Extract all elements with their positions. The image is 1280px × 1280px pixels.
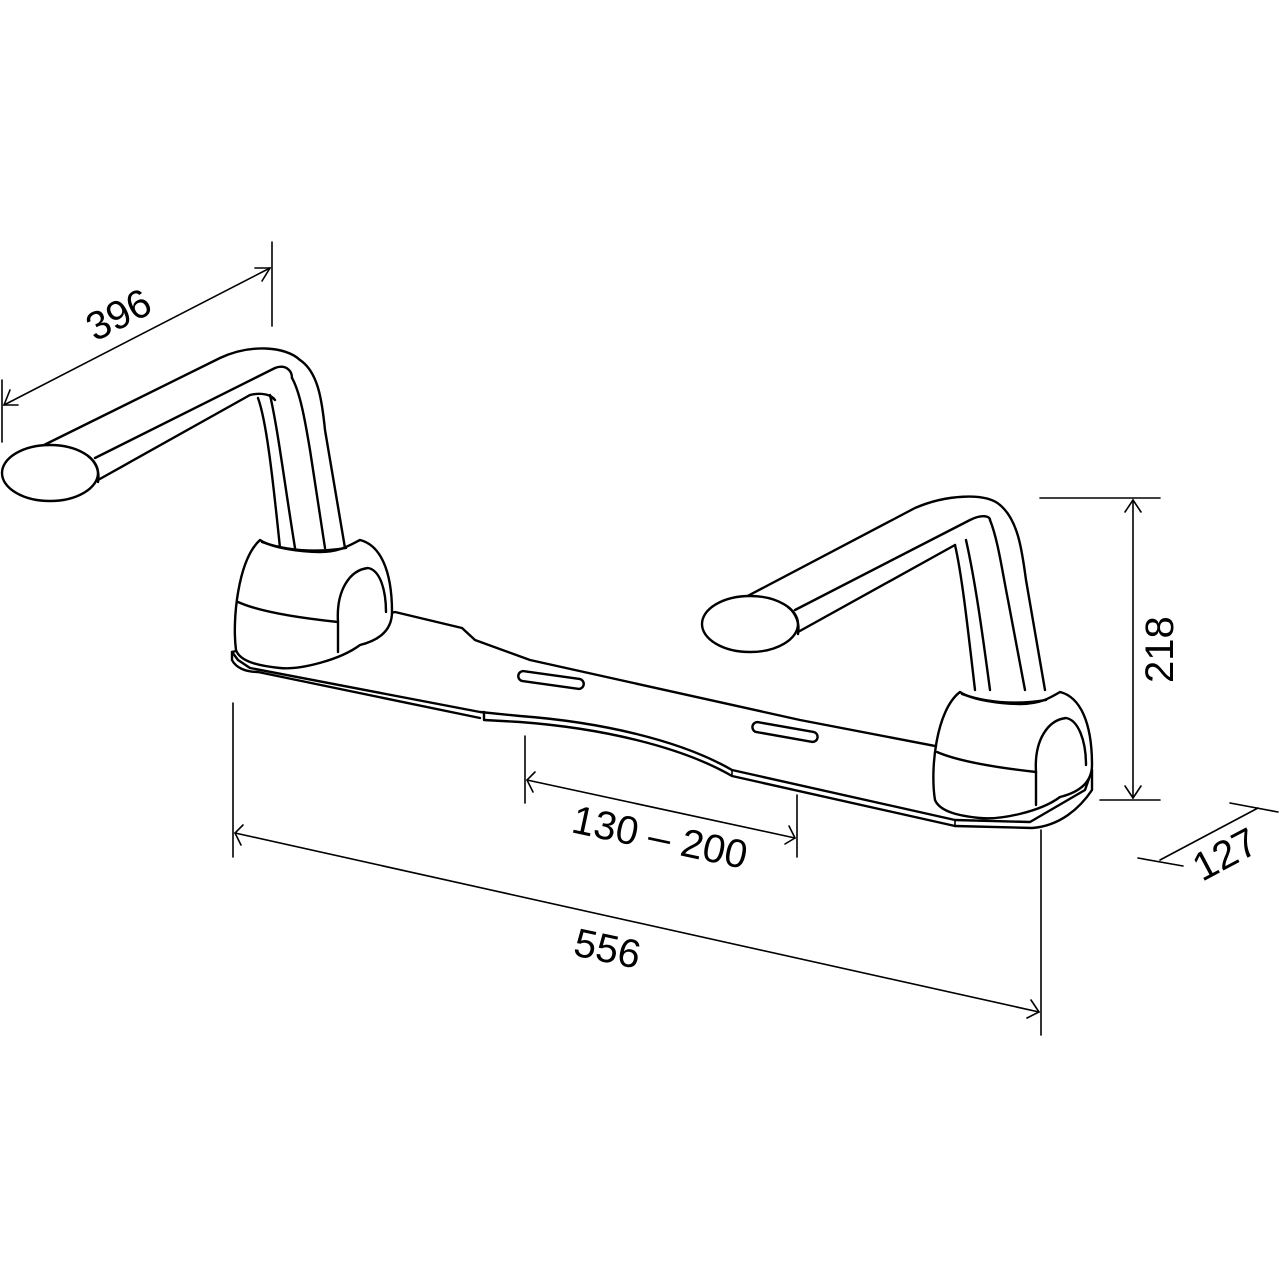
right-housing	[932, 690, 1094, 820]
left-arm	[0, 347, 347, 550]
left-arm-end-cap	[0, 443, 100, 503]
dim-label-adjustable-span: 130 – 200	[568, 798, 751, 878]
left-housing	[233, 538, 394, 670]
dim-label-overall-width: 556	[570, 921, 644, 978]
dim-label-height: 218	[1138, 616, 1182, 683]
right-arm	[700, 495, 1047, 692]
dim-label-depth: 127	[1186, 820, 1266, 890]
mounting-slot-left	[517, 669, 585, 691]
dim-label-arm-length: 396	[79, 281, 158, 351]
base-plate	[230, 610, 1094, 830]
dimension-lines	[1, 241, 1279, 1036]
mounting-slot-right	[751, 720, 819, 744]
right-arm-end-cap	[700, 594, 800, 654]
